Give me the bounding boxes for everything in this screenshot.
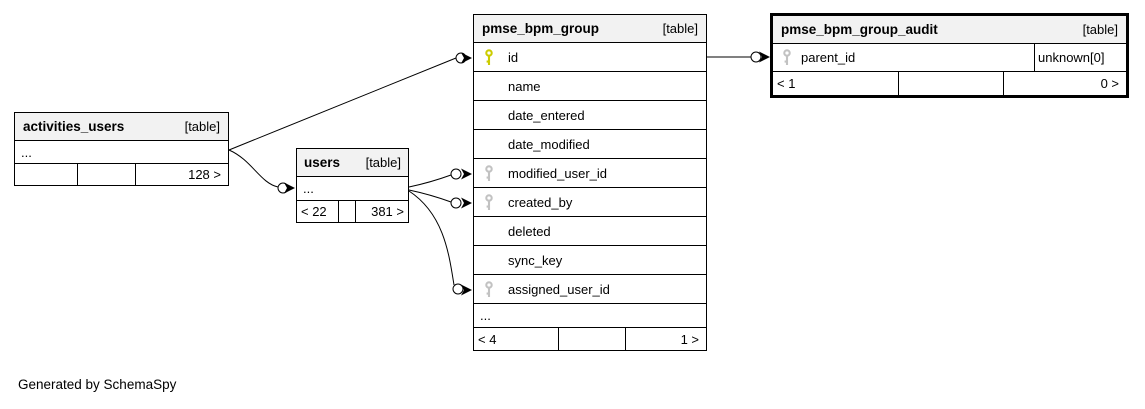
- pager-left: < 22: [297, 201, 339, 222]
- table-type-label: [table]: [662, 21, 698, 36]
- column-name: deleted: [508, 223, 551, 239]
- column-row-date_modified: date_modified: [474, 130, 706, 159]
- edge-arrowhead: [461, 52, 472, 64]
- pager-mid: [899, 72, 1004, 95]
- column-name: date_entered: [508, 107, 585, 123]
- edge-users-to-created_by: [408, 189, 452, 203]
- column-row-date_entered: date_entered: [474, 101, 706, 130]
- table-pmse_bpm_group_audit[interactable]: pmse_bpm_group_audit [table] parent_id u…: [770, 13, 1129, 98]
- pager-left: [15, 164, 78, 185]
- table-users[interactable]: users [table] ... < 22 381 >: [296, 148, 409, 223]
- column-name: date_modified: [508, 136, 590, 152]
- column-type: unknown[0]: [1034, 44, 1126, 71]
- table-type-label: [table]: [365, 155, 401, 170]
- columns-ellipsis: ...: [474, 304, 706, 328]
- table-pager: < 22 381 >: [297, 201, 408, 222]
- column-row-sync_key: sync_key: [474, 246, 706, 275]
- table-pager: 128 >: [15, 164, 228, 185]
- column-name: created_by: [508, 194, 573, 210]
- table-activities_users[interactable]: activities_users [table] ... 128 >: [14, 112, 229, 186]
- table-pmse_bpm_group[interactable]: pmse_bpm_group [table] id name date_ente…: [473, 14, 707, 351]
- table-header[interactable]: pmse_bpm_group [table]: [474, 15, 706, 43]
- column-row-modified_user_id: modified_user_id: [474, 159, 706, 188]
- pager-right: 0 >: [1100, 76, 1119, 91]
- column-name: assigned_user_id: [508, 281, 610, 297]
- foreign-key-icon: [474, 193, 508, 211]
- edge-activities_users-to-users: [228, 149, 279, 188]
- column-row-created_by: created_by: [474, 188, 706, 217]
- edge-odot: [450, 168, 462, 180]
- table-title: pmse_bpm_group: [482, 21, 600, 36]
- table-title: users: [304, 155, 341, 170]
- generated-by-note: Generated by SchemaSpy: [18, 377, 177, 392]
- column-name: id: [508, 49, 519, 65]
- column-row-name: name: [474, 72, 706, 101]
- foreign-key-icon: [474, 164, 508, 182]
- foreign-key-icon: [773, 49, 801, 66]
- edge-users-to-assigned_user_id: [408, 190, 455, 286]
- pager-right: 1 >: [680, 331, 699, 347]
- edge-users-to-modified_user_id: [408, 174, 452, 188]
- table-type-label: [table]: [184, 119, 220, 134]
- foreign-key-icon: [474, 280, 508, 298]
- pager-left: < 4: [474, 328, 559, 350]
- pager-right: 381 >: [371, 204, 404, 219]
- table-type-label: [table]: [1082, 22, 1118, 37]
- edge-arrowhead: [461, 168, 472, 180]
- column-row-id: id: [474, 43, 706, 72]
- edge-activities_users-to-pmse_bpm_group-id: [228, 57, 457, 151]
- table-pager: < 1 0 >: [773, 72, 1126, 95]
- table-header[interactable]: activities_users [table]: [15, 113, 228, 141]
- column-row-assigned_user_id: assigned_user_id: [474, 275, 706, 304]
- column-row-deleted: deleted: [474, 217, 706, 246]
- edge-arrowhead: [759, 51, 770, 63]
- table-header[interactable]: users [table]: [297, 149, 408, 177]
- columns-ellipsis: ...: [15, 141, 228, 164]
- pager-mid: [78, 164, 136, 185]
- column-row-parent_id: parent_id unknown[0]: [773, 44, 1126, 72]
- edge-arrowhead: [461, 284, 472, 296]
- pager-right: 128 >: [188, 167, 221, 182]
- pager-left: < 1: [773, 72, 899, 95]
- table-pager: < 4 1 >: [474, 328, 706, 350]
- edge-arrowhead: [461, 197, 472, 209]
- edge-arrowhead: [284, 182, 295, 194]
- table-title: activities_users: [23, 119, 125, 134]
- column-name: parent_id: [801, 50, 856, 65]
- edge-odot: [450, 197, 462, 209]
- table-title: pmse_bpm_group_audit: [781, 22, 938, 37]
- column-name: name: [508, 78, 541, 94]
- edge-odot: [452, 283, 464, 295]
- pager-mid: [559, 328, 626, 350]
- column-name: sync_key: [508, 252, 563, 268]
- pager-mid: [339, 201, 356, 222]
- primary-key-icon: [474, 48, 508, 66]
- table-header[interactable]: pmse_bpm_group_audit [table]: [773, 16, 1126, 44]
- columns-ellipsis: ...: [297, 177, 408, 201]
- edge-odot: [750, 51, 762, 63]
- column-name: modified_user_id: [508, 165, 608, 181]
